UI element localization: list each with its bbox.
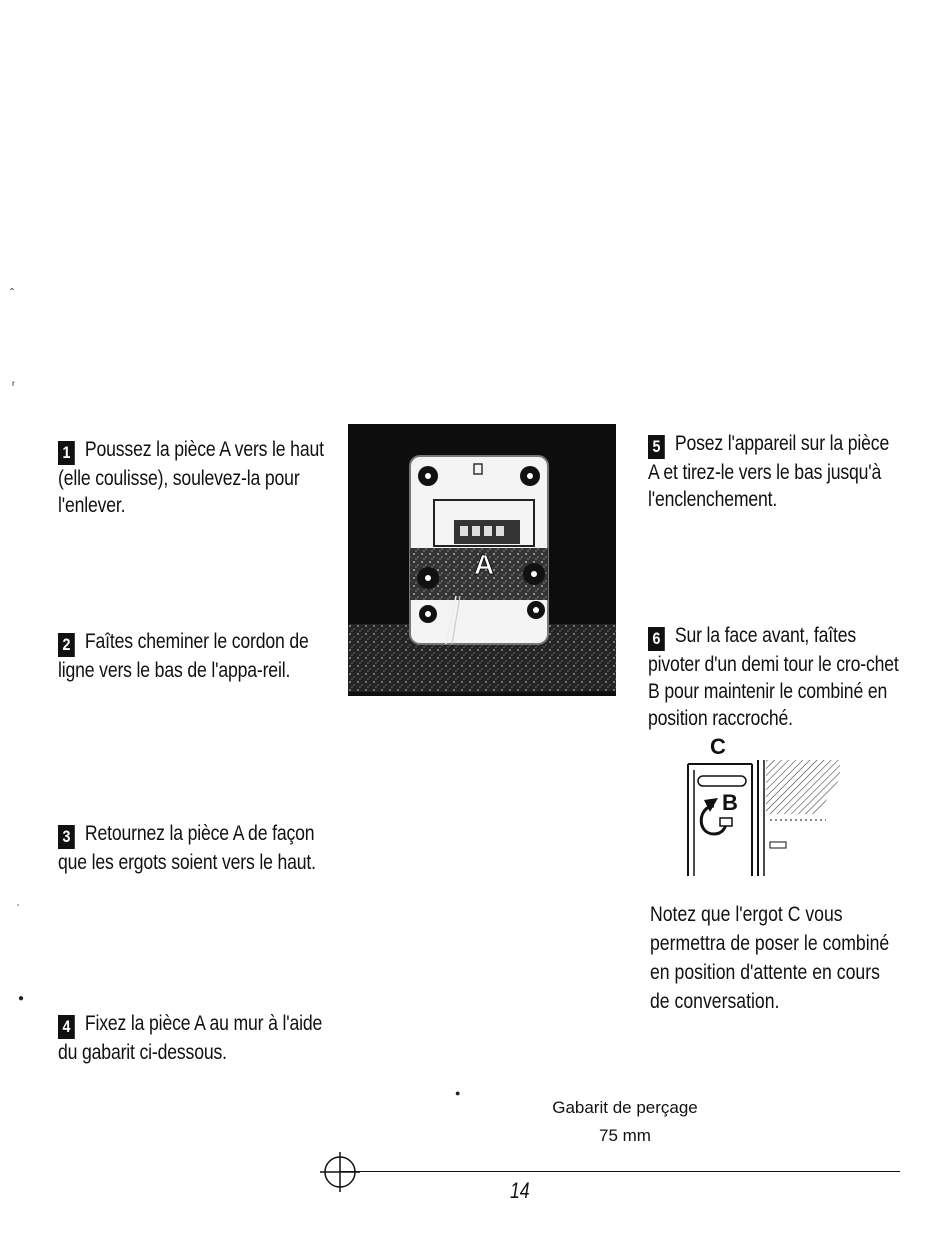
part-a-label: A: [474, 549, 494, 580]
label-c: C: [710, 734, 726, 759]
margin-mark: ●: [455, 1088, 461, 1098]
step-text: Faîtes cheminer le cordon de ligne vers …: [58, 630, 309, 682]
page-number: 14: [510, 1178, 530, 1203]
template-size: 75 mm: [599, 1126, 651, 1145]
step-number: 2: [58, 633, 75, 657]
margin-mark: ●: [18, 993, 25, 1004]
margin-mark: ʳ: [12, 378, 15, 392]
note-text: Notez que l'ergot C vous permettra de po…: [650, 903, 890, 1013]
footer-rule: [340, 1171, 900, 1172]
margin-mark: ˈ: [16, 902, 20, 916]
step-number: 6: [648, 627, 665, 651]
margin-mark: ˆ: [10, 286, 14, 300]
step-text: Posez l'appareil sur la pièce A et tirez…: [648, 432, 890, 511]
step-text: Fixez la pièce A au mur à l'aide du gaba…: [58, 1012, 323, 1064]
step-number: 3: [58, 825, 75, 849]
bracket-photo: A: [348, 424, 616, 696]
step-number: 4: [58, 1015, 75, 1039]
step-text: Sur la face avant, faîtes pivoter d'un d…: [648, 624, 899, 730]
step-text: Poussez la pièce A vers le haut (elle co…: [58, 438, 324, 517]
step-number: 1: [58, 441, 75, 465]
hook-diagram: C B: [687, 734, 840, 876]
step-number: 5: [648, 435, 665, 459]
label-b: B: [722, 790, 738, 815]
template-caption: Gabarit de perçage: [552, 1098, 698, 1117]
registration-mark-icon: [320, 1152, 360, 1192]
step-text: Retournez la pièce A de façon que les er…: [58, 822, 316, 874]
